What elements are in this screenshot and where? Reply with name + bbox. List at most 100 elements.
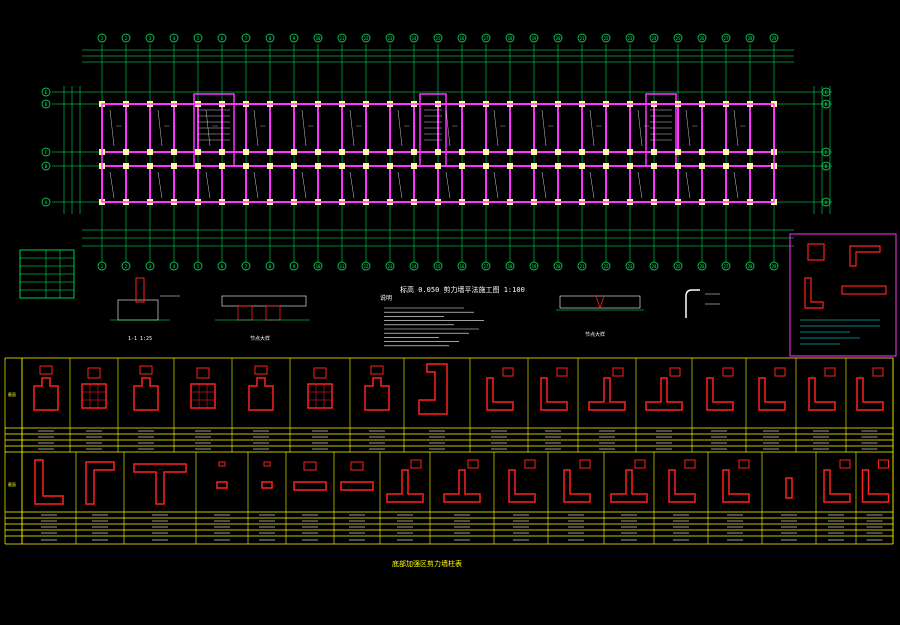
axis-label: E [825,90,828,95]
axis-bubble [145,261,155,271]
axis-label: 6 [221,264,224,269]
wall-column [171,163,177,169]
axis-label: 1 [101,264,104,269]
axis-label: D [825,102,828,107]
axis-label: 20 [556,36,561,41]
section-key [524,459,536,469]
room-annotation [685,171,691,199]
axis-label: 28 [748,36,753,41]
plan-shear-walls [99,93,777,205]
wall-column [123,149,129,155]
wall-column [747,149,753,155]
axis-bubble [553,261,563,271]
section-l-shape [861,469,890,503]
wall-column [651,149,657,155]
axis-label: 3 [149,36,152,41]
room-annotation [685,109,691,147]
axis-label: 9 [293,36,296,41]
detail-section-3: 节点大样 [556,295,644,338]
axis-bubble [601,261,611,271]
wall-column [603,163,609,169]
axis-bubble [41,147,51,157]
axis-label: D [45,102,48,107]
room-annotation [253,109,259,147]
plan-dimension-lines [63,49,831,247]
plan-title: 标高 0.050 剪力墙平法施工图 1:100 [400,285,525,294]
wall-column [339,163,345,169]
axis-bubble [265,33,275,43]
room-annotation [493,171,499,199]
section-l-shape [540,377,568,411]
wall-column [387,163,393,169]
axis-bubble [673,261,683,271]
axis-bubble [721,33,731,43]
axis-label: 7 [245,36,248,41]
schedule-title: 底部加强区剪力墙柱表 [392,559,462,568]
axis-bubble [577,261,587,271]
wall-column [219,149,225,155]
wall-column [243,149,249,155]
room-annotation [397,171,403,199]
room-annotation [589,109,595,147]
stair-core [193,93,235,167]
axis-label: 24 [652,36,657,41]
section-l-shape [706,377,734,411]
section-key [824,367,836,377]
notes-heading: 说明 [380,294,392,302]
detail-1-1-label: 1-1 1:25 [128,336,152,342]
wall-column [579,149,585,155]
section-small [216,481,228,489]
wall-column [627,163,633,169]
axis-label: 12 [364,36,369,41]
wall-column [123,163,129,169]
wall-column [579,163,585,169]
legend-table [19,249,75,299]
axis-bubble [409,261,419,271]
axis-bubble [649,261,659,271]
axis-label: C [825,150,828,155]
axis-bubble [217,261,227,271]
wall-column [219,163,225,169]
axis-bubble [625,33,635,43]
axis-bubble [97,33,107,43]
section-key [872,367,884,377]
axis-label: 1 [101,36,104,41]
axis-label: 14 [412,264,417,269]
axis-label: 9 [293,264,296,269]
axis-label: 16 [460,264,465,269]
axis-label: A [825,200,828,205]
axis-label: 19 [532,36,537,41]
axis-bubble [481,261,491,271]
section-key [556,367,568,377]
wall-column [267,163,273,169]
axis-label: 13 [388,36,393,41]
axis-bubble [121,33,131,43]
axis-bubble [41,87,51,97]
wall-column [603,149,609,155]
wall-column [195,149,201,155]
room-annotation [301,171,307,199]
section-key [669,367,681,377]
room-annotation [157,171,163,199]
section-t-shape [386,469,424,503]
wall-column [435,149,441,155]
axis-label: 26 [700,36,705,41]
axis-bubble [41,99,51,109]
axis-label: 24 [652,264,657,269]
axis-bubble [481,33,491,43]
axis-label: 16 [460,36,465,41]
wall-column [675,163,681,169]
design-notes: 说明 [380,294,484,347]
axis-bubble [505,261,515,271]
wall-column [723,149,729,155]
room-annotation [589,171,595,199]
section-key [254,365,268,375]
room-annotation [205,109,211,147]
section-square [81,383,107,409]
axis-bubble [409,33,419,43]
axis-bubble [313,261,323,271]
axis-label: 8 [269,264,272,269]
axis-bubble [289,33,299,43]
axis-bubble [145,33,155,43]
axis-bubble [289,261,299,271]
